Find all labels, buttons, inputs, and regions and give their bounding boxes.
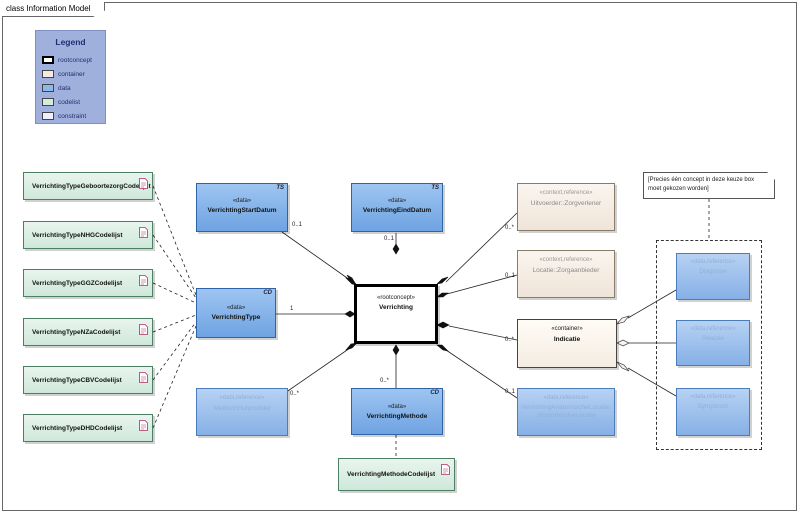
legend-swatch (42, 84, 54, 92)
box-verrichting-type[interactable]: CD «data» VerrichtingType (196, 288, 276, 338)
document-icon (139, 420, 148, 431)
document-icon (139, 227, 148, 238)
edge-anatomisch (445, 349, 518, 399)
mult-uitvoerder: 0..* (505, 225, 515, 231)
legend-swatch (42, 112, 54, 120)
document-icon (441, 464, 450, 475)
composition-diamonds (344, 243, 450, 356)
document-icon (139, 372, 148, 383)
constraint-note: [Precies één concept in deze keuze box m… (643, 172, 775, 199)
box-indicatie[interactable]: «container» Indicatie (517, 319, 617, 368)
mult-locatie: 0..1 (505, 273, 516, 279)
document-icon (139, 275, 148, 286)
note-text: [Precies één concept in deze keuze box m… (648, 177, 755, 192)
document-icon (139, 178, 148, 189)
document-icon (139, 324, 148, 335)
aggregation-diamonds (616, 315, 630, 372)
box-reactie[interactable]: «data,reference» Reactie (676, 320, 750, 366)
edge-indicatie (448, 325, 518, 341)
codelist-nza[interactable]: VerrichtingTypeNZaCodelijst (23, 318, 153, 346)
codelist-nhg[interactable]: VerrichtingTypeNHGCodelijst (23, 221, 153, 249)
codelist-cbv[interactable]: VerrichtingTypeCBVCodelijst (23, 366, 153, 394)
legend-item-container: container (42, 69, 85, 79)
legend-item-constraint: constraint (42, 111, 86, 121)
mult-methode: 0..* (380, 378, 390, 384)
edge-diagnose (627, 289, 677, 319)
mult-startdatum: 0..1 (292, 222, 303, 228)
box-anatomische-locatie[interactable]: «data,reference» VerrichtingAnatomischeL… (517, 388, 615, 436)
frame-title: class Information Model (2, 2, 106, 17)
box-symptoom[interactable]: «data,reference» Symptoom (676, 388, 750, 436)
box-medisch-hulpmiddel[interactable]: «data,reference» MedischHulpmiddel (196, 388, 288, 436)
mult-medisch: 0..* (290, 391, 300, 397)
codelist-ggz[interactable]: VerrichtingTypeGGZCodelijst (23, 269, 153, 297)
edge-uitvoerder (445, 212, 518, 283)
legend-swatch (42, 98, 54, 106)
legend-panel: Legend rootconcept container data codeli… (35, 30, 106, 124)
mult-anatomisch: 0..1 (505, 389, 516, 395)
legend-item-rootconcept: rootconcept (42, 55, 92, 65)
box-verrichting-root[interactable]: «rootconcept» Verrichting (354, 284, 438, 344)
edge-locatie (446, 274, 518, 295)
legend-title: Legend (55, 37, 86, 47)
codelist-methode[interactable]: VerrichtingMethodeCodelijst (338, 458, 455, 491)
mult-indicatie: 0..* (505, 337, 515, 343)
legend-swatch (42, 70, 54, 78)
edge-symptoom (627, 367, 677, 397)
codelist-geboortezorg[interactable]: VerrichtingTypeGeboortezorgCodelijst (23, 172, 153, 200)
mult-type: 1 (290, 306, 294, 312)
legend-item-data: data (42, 83, 71, 93)
box-uitvoerder[interactable]: «context,reference» Uitvoerder::Zorgverl… (517, 183, 615, 231)
edge-startdatum (281, 231, 351, 281)
legend-swatch (42, 56, 54, 64)
codelist-links (152, 185, 710, 458)
box-diagnose[interactable]: «data,reference» Diagnose (676, 253, 750, 300)
box-locatie[interactable]: «context,reference» Locatie::Zorgaanbied… (517, 250, 615, 298)
legend-item-codelist: codelist (42, 97, 80, 107)
box-verrichting-einddatum[interactable]: TS «data» VerrichtingEindDatum (351, 183, 443, 232)
choice-box (656, 240, 762, 450)
edge-medisch (281, 347, 351, 396)
codelist-dhd[interactable]: VerrichtingTypeDHDCodelijst (23, 414, 153, 442)
box-verrichting-methode[interactable]: CD «data» VerrichtingMethode (351, 388, 443, 435)
mult-einddatum: 0..1 (384, 236, 395, 242)
box-verrichting-startdatum[interactable]: TS «data» VerrichtingStartDatum (196, 183, 288, 232)
